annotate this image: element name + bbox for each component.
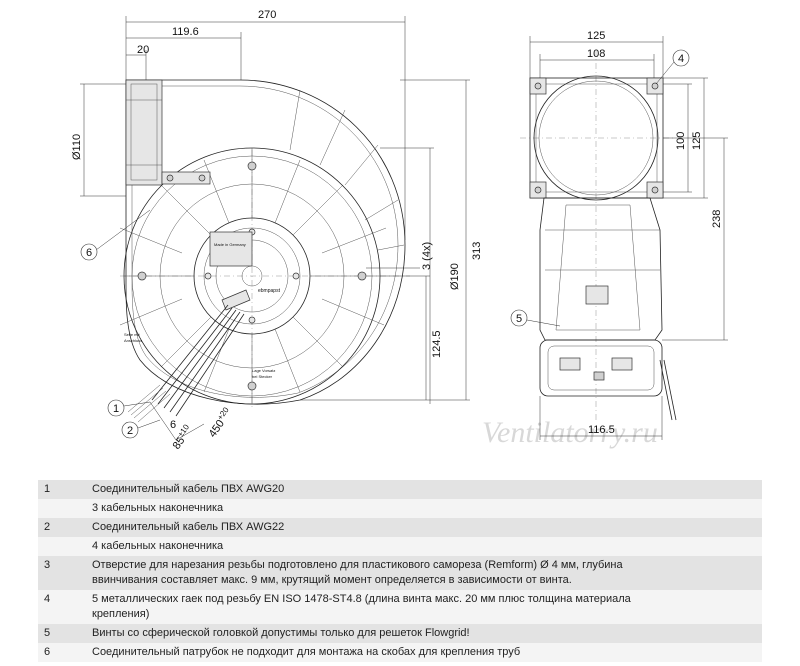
dim-overall-width: 270 — [258, 9, 276, 21]
legend-number: 1 — [38, 480, 86, 499]
plate-text-f: bei Stecker — [252, 374, 273, 379]
legend-number: 5 — [38, 624, 86, 643]
legend-line: 5 металлических гаек под резьбу EN ISO 1… — [92, 593, 631, 605]
front-view: Made in Germany ebmpapst Seite mit Ansch… — [119, 79, 410, 423]
legend-line: ввинчивания составляет макс. 9 мм, крутя… — [92, 574, 572, 586]
front-callouts: 6 1 2 — [80, 209, 161, 439]
technical-drawing: Ventilatorry.ru — [71, 9, 728, 452]
legend-number — [38, 537, 86, 556]
dim-outer-diameter: Ø190 — [449, 263, 461, 290]
legend-line: крепления) — [92, 608, 150, 620]
plate-text-d: Anschluss — [124, 338, 142, 343]
legend-number: 6 — [38, 643, 86, 662]
dim-cable-length: 450+20 — [205, 405, 235, 440]
legend-row: 1 Соединительный кабель ПВХ AWG20 — [38, 480, 762, 499]
legend-line: Соединительный кабель ПВХ AWG22 — [92, 521, 285, 533]
legend-number: 4 — [38, 590, 86, 624]
dim-side-height: 238 — [711, 210, 723, 228]
legend-line: Отверстие для нарезания резьбы подготовл… — [92, 559, 623, 571]
side-view — [520, 50, 677, 421]
dim-height: 313 — [471, 242, 483, 260]
dim-cable-offset: 6 — [170, 419, 176, 431]
side-dimensions: 125 108 100 125 238 116.5 — [529, 30, 728, 440]
plate-text-b: ebmpapst — [258, 288, 281, 294]
legend-text: Соединительный кабель ПВХ AWG20 — [86, 480, 762, 499]
legend-table: 1 Соединительный кабель ПВХ AWG20 3 кабель… — [38, 480, 762, 662]
dim-screw-count: 3 (4x) — [421, 242, 433, 270]
dim-side-inner-width: 108 — [587, 48, 605, 60]
legend-text: 3 кабельных наконечника — [86, 499, 762, 518]
legend-row: 4 кабельных наконечника — [38, 537, 762, 556]
dim-flange-depth: 20 — [137, 44, 149, 56]
legend-line: Соединительный патрубок не подходит для … — [92, 646, 521, 658]
legend-text: 4 кабельных наконечника — [86, 537, 762, 556]
legend-line: 4 кабельных наконечника — [92, 540, 224, 552]
legend-line: Винты со сферической головкой допустимы … — [92, 627, 470, 639]
legend-text: 5 металлических гаек под резьбу EN ISO 1… — [86, 590, 762, 624]
watermark: Ventilatorry.ru — [482, 416, 658, 449]
plate-text-e: Lage Vorsatz — [252, 368, 275, 373]
legend-text: Соединительный кабель ПВХ AWG22 — [86, 518, 762, 537]
legend-line: Соединительный кабель ПВХ AWG20 — [92, 483, 285, 495]
dim-side-bottom: 116.5 — [588, 424, 615, 436]
callout-6: 6 — [86, 247, 92, 259]
legend-row: 3 кабельных наконечника — [38, 499, 762, 518]
plate-text-a: Made in Germany — [214, 242, 246, 247]
dim-offset: 119.6 — [172, 26, 199, 38]
dim-lower-height: 124.5 — [431, 330, 443, 358]
legend-row: 5 Винты со сферической головкой допустимы… — [38, 624, 762, 643]
legend-number — [38, 499, 86, 518]
dim-side-width: 125 — [587, 30, 605, 42]
legend-text: Винты со сферической головкой допустимы … — [86, 624, 762, 643]
legend-line: 3 кабельных наконечника — [92, 502, 224, 514]
legend-row: 4 5 металлических гаек под резьбу EN ISO … — [38, 590, 762, 624]
legend-row: 6 Соединительный патрубок не подходит для… — [38, 643, 762, 662]
legend-text: Соединительный патрубок не подходит для … — [86, 643, 762, 662]
callout-5: 5 — [516, 313, 522, 325]
callout-1: 1 — [113, 403, 119, 415]
legend-number: 3 — [38, 556, 86, 590]
callout-4: 4 — [678, 53, 684, 65]
dim-side-square: 100 — [675, 132, 687, 150]
legend-text: Отверстие для нарезания резьбы подготовл… — [86, 556, 762, 590]
side-callouts: 4 5 — [510, 49, 690, 327]
legend-number: 2 — [38, 518, 86, 537]
callout-2: 2 — [127, 425, 133, 437]
dim-inlet-diameter: Ø110 — [71, 134, 83, 160]
legend-row: 3 Отверстие для нарезания резьбы подготов… — [38, 556, 762, 590]
plate-text-c: Seite mit — [124, 332, 140, 337]
dim-side-square-outer: 125 — [691, 132, 703, 150]
legend-row: 2 Соединительный кабель ПВХ AWG22 — [38, 518, 762, 537]
